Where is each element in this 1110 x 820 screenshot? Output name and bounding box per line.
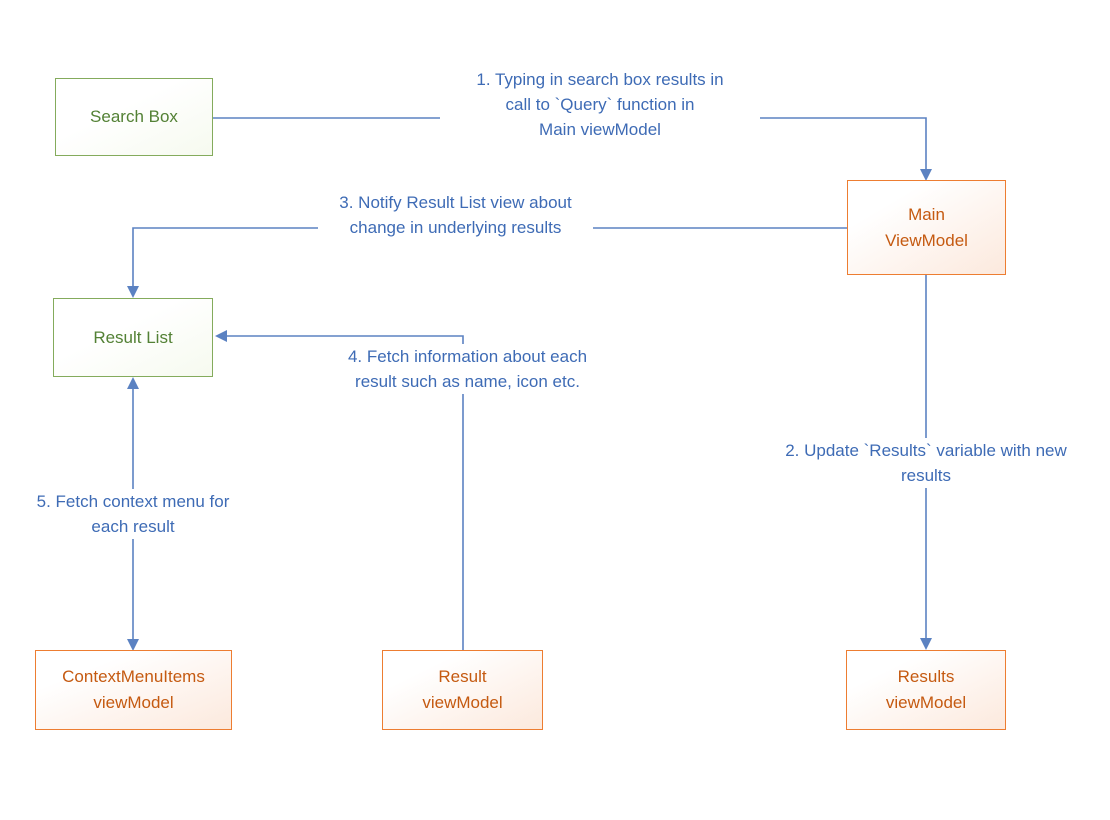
node-results-viewmodel: Results viewModel (846, 650, 1006, 730)
arrow-label-step5: 5. Fetch context menu for each result (18, 489, 248, 539)
node-search-box: Search Box (55, 78, 213, 156)
node-result-viewmodel: Result viewModel (382, 650, 543, 730)
arrow-step4-resultviewmodel-to-resultlist (215, 330, 464, 650)
arrow-label-step3: 3. Notify Result List view about change … (318, 190, 593, 240)
node-contextmenuitems-viewmodel: ContextMenuItems viewModel (35, 650, 232, 730)
arrow-step3-mainviewmodel-to-resultlist (127, 227, 847, 298)
node-main-viewmodel: Main ViewModel (847, 180, 1006, 275)
arrow-label-step1: 1. Typing in search box results in call … (440, 67, 760, 142)
arrow-label-step2: 2. Update `Results` variable with new re… (766, 438, 1086, 488)
node-result-list: Result List (53, 298, 213, 377)
arrow-label-step4: 4. Fetch information about each result s… (325, 344, 610, 394)
